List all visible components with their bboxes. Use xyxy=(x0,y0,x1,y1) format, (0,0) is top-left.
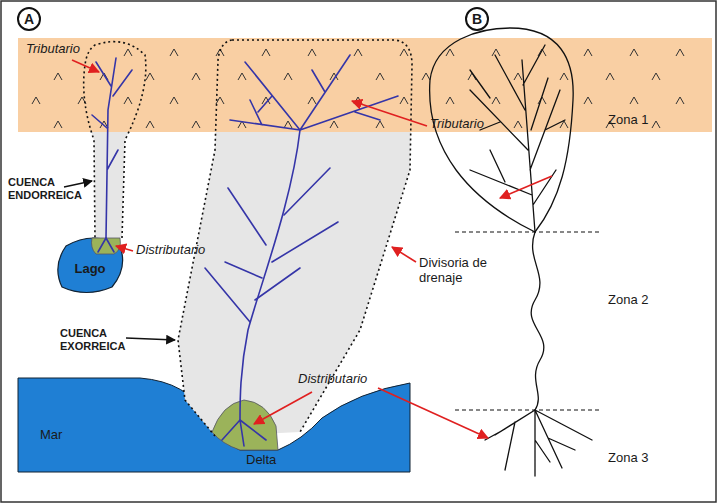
mountain-mark xyxy=(676,97,684,104)
basin-label: CUENCA ENDORREICA xyxy=(8,176,70,201)
zone-label: Zona 1 xyxy=(608,113,648,128)
mountain-mark xyxy=(170,97,178,104)
zone-label: Zona 2 xyxy=(608,293,648,308)
node-text: A xyxy=(24,11,34,27)
mountain-mark xyxy=(124,97,132,104)
mountain-mark xyxy=(192,73,200,80)
mountain-mark xyxy=(354,49,362,56)
mountain-mark xyxy=(446,49,454,56)
mountain-mark xyxy=(330,121,338,128)
mountain-mark xyxy=(400,97,408,104)
mountain-mark xyxy=(170,49,178,56)
mountain-mark xyxy=(192,121,200,128)
basin-label: CUENCA EXORREICA xyxy=(60,327,122,352)
mountain-mark xyxy=(54,121,62,128)
divide-label: Divisoria de drenaje xyxy=(419,256,499,286)
mountain-mark xyxy=(308,49,316,56)
mountain-mark xyxy=(584,49,592,56)
mountain-mark xyxy=(284,121,292,128)
mountain-mark xyxy=(284,73,292,80)
mountain-mark xyxy=(652,121,660,128)
mountain-mark xyxy=(400,49,408,56)
mountain-mark xyxy=(422,73,430,80)
mountain-mark xyxy=(146,121,154,128)
mountain-mark xyxy=(606,73,614,80)
mountain-mark xyxy=(514,121,522,128)
tributary-label: Tributario xyxy=(430,117,484,132)
delta-label: Delta xyxy=(246,453,276,468)
mountain-mark xyxy=(124,49,132,56)
mountain-mark xyxy=(446,97,454,104)
mountain-mark xyxy=(514,73,522,80)
mountain-mark xyxy=(630,49,638,56)
panel-letter: B xyxy=(465,7,489,31)
mountain-mark xyxy=(376,73,384,80)
distributary-label: Distributario xyxy=(298,372,367,387)
mountain-mark xyxy=(238,73,246,80)
mountain-mark xyxy=(630,97,638,104)
lake-label: Lago xyxy=(70,259,109,278)
mountain-mark xyxy=(262,49,270,56)
distributary-label: Distributario xyxy=(136,243,205,258)
tributary-label: Tributario xyxy=(26,42,80,57)
node-text: B xyxy=(472,11,482,27)
mountain-mark xyxy=(54,73,62,80)
mountain-mark xyxy=(652,73,660,80)
mountain-mark xyxy=(146,73,154,80)
mountain-mark xyxy=(492,49,500,56)
mountain-mark xyxy=(308,97,316,104)
mountain-mark xyxy=(560,73,568,80)
mountain-mark xyxy=(376,121,384,128)
mountain-mark xyxy=(584,97,592,104)
zone-label: Zona 3 xyxy=(608,451,648,466)
sea-label: Mar xyxy=(40,428,62,443)
mountain-mark xyxy=(32,97,40,104)
mountain-mark xyxy=(492,97,500,104)
mountain-mark xyxy=(676,49,684,56)
panel-letter: A xyxy=(17,7,41,31)
node-text: Lago xyxy=(74,261,105,276)
